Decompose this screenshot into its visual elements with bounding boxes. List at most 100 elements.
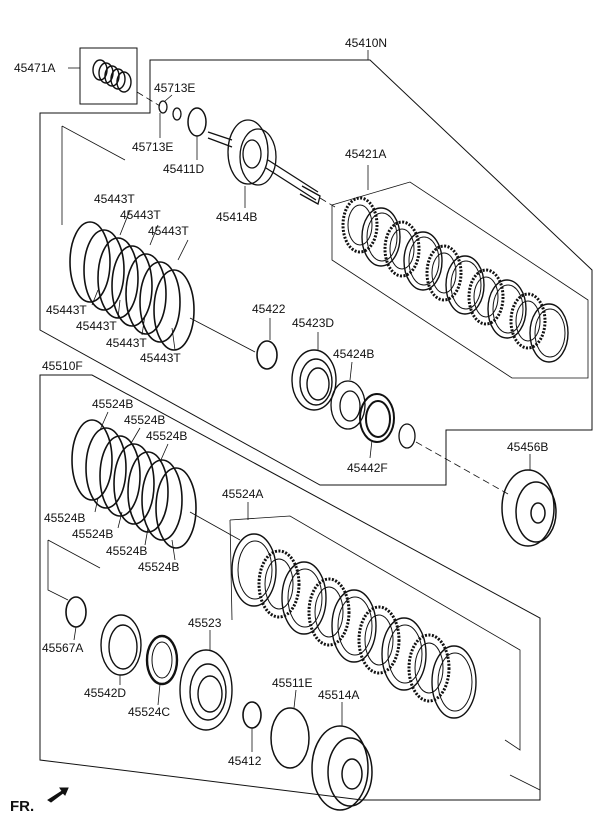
ring-45511E bbox=[270, 707, 310, 769]
fr-label: FR. bbox=[10, 798, 34, 815]
label-45414B: 45414B bbox=[216, 210, 257, 224]
spring-ring bbox=[125, 253, 167, 335]
label-45524B-2: 45524B bbox=[124, 413, 165, 427]
ring-45412 bbox=[242, 701, 262, 729]
label-45524B-4: 45524B bbox=[44, 511, 85, 525]
front-direction-marker: FR. bbox=[10, 787, 69, 815]
label-45567A: 45567A bbox=[42, 641, 83, 655]
steel-plate-inner bbox=[287, 568, 323, 628]
steel-plate bbox=[403, 231, 443, 291]
friction-disc bbox=[407, 633, 451, 703]
assembly-outline-45410N bbox=[39, 59, 593, 486]
steel-plate bbox=[231, 533, 277, 607]
spring-ring bbox=[85, 427, 127, 509]
clutch-disc-stack-45524A bbox=[231, 533, 477, 719]
label-45424B: 45424B bbox=[333, 347, 374, 361]
label-45524B-5: 45524B bbox=[72, 527, 113, 541]
friction-disc bbox=[383, 220, 421, 278]
label-45443T-2: 45443T bbox=[120, 208, 161, 222]
plate-45442F bbox=[359, 393, 395, 443]
gear-ring-45524C bbox=[145, 634, 179, 686]
friction-disc bbox=[467, 268, 505, 326]
steel-plate-inner bbox=[450, 260, 482, 310]
steel-plate bbox=[487, 279, 527, 339]
steel-plate bbox=[361, 207, 401, 267]
steel-plate-inner bbox=[366, 212, 398, 262]
clutch-disc-stack-45421A bbox=[341, 196, 569, 363]
label-45443T-1: 45443T bbox=[94, 192, 135, 206]
ring-45567A bbox=[65, 596, 87, 628]
friction-disc-inner bbox=[515, 300, 541, 342]
spring-ring bbox=[139, 261, 181, 343]
steel-plate bbox=[331, 589, 377, 663]
ring-45713E-a bbox=[158, 100, 168, 114]
leader-lines bbox=[73, 94, 531, 752]
steel-plate-inner bbox=[408, 236, 440, 286]
label-45524A: 45524A bbox=[222, 487, 263, 501]
label-45411D: 45411D bbox=[163, 162, 204, 176]
ring-45422 bbox=[256, 340, 278, 370]
friction-disc bbox=[307, 577, 351, 647]
piston-45542D bbox=[100, 614, 142, 676]
group-box-springs-45524B-line bbox=[47, 539, 101, 601]
friction-disc-inner bbox=[414, 642, 444, 694]
assembly-outline-45510F bbox=[39, 374, 541, 801]
label-45443T-7: 45443T bbox=[140, 351, 181, 365]
steel-plate bbox=[431, 645, 477, 719]
ring-45411D bbox=[187, 107, 207, 137]
hub-shaft-45414B bbox=[207, 119, 321, 205]
spring-stack-45524B bbox=[71, 419, 197, 549]
steel-plate bbox=[445, 255, 485, 315]
label-45524B-7: 45524B bbox=[138, 560, 179, 574]
steel-plate-inner bbox=[337, 596, 373, 656]
spring-plate-45424B bbox=[330, 380, 366, 430]
friction-disc-inner bbox=[389, 228, 415, 270]
label-45524C: 45524C bbox=[128, 705, 170, 719]
label-45713E-a: 45713E bbox=[154, 81, 195, 95]
spring-ring bbox=[97, 237, 139, 319]
spring-ring bbox=[153, 269, 195, 351]
hub-45514A bbox=[311, 725, 373, 811]
friction-disc bbox=[341, 196, 379, 254]
friction-disc bbox=[257, 549, 301, 619]
label-45443T-4: 45443T bbox=[46, 303, 87, 317]
steel-plate bbox=[381, 617, 427, 691]
label-45514A: 45514A bbox=[318, 688, 359, 702]
label-45412: 45412 bbox=[228, 754, 262, 768]
label-45410N: 45410N bbox=[345, 36, 387, 50]
plate-45523 bbox=[179, 649, 233, 731]
steel-plate-inner bbox=[237, 540, 273, 600]
label-45421A: 45421A bbox=[345, 147, 386, 161]
label-45524B-3: 45524B bbox=[146, 429, 187, 443]
group-box-clutch-discs-45421A bbox=[331, 181, 589, 379]
label-45443T-5: 45443T bbox=[76, 319, 117, 333]
spring-ring bbox=[99, 435, 141, 517]
group-box-springs-45443T bbox=[61, 125, 126, 225]
label-45713E-b: 45713E bbox=[132, 140, 173, 154]
label-45471A: 45471A bbox=[14, 61, 55, 75]
spring-ring bbox=[141, 459, 183, 541]
steel-plate bbox=[529, 303, 569, 363]
steel-plate-inner bbox=[492, 284, 524, 334]
friction-disc bbox=[357, 605, 401, 675]
part-labels: 45410N 45471A 45713E 45713E 45411D 45414… bbox=[14, 36, 548, 768]
label-45442F: 45442F bbox=[347, 461, 388, 475]
steel-plate bbox=[281, 561, 327, 635]
front-arrow-icon bbox=[47, 787, 69, 803]
spring-ring bbox=[83, 229, 125, 311]
drum-45456B bbox=[501, 469, 557, 547]
spring-ring bbox=[113, 443, 155, 525]
friction-disc-inner bbox=[431, 252, 457, 294]
spring-ring bbox=[71, 419, 113, 501]
spring-ring bbox=[69, 221, 111, 303]
spring-ring bbox=[155, 467, 197, 549]
box-45471A bbox=[79, 47, 138, 105]
ring-45442F-small bbox=[398, 423, 416, 449]
friction-disc-inner bbox=[347, 204, 373, 246]
friction-disc-inner bbox=[314, 586, 344, 638]
label-45510F: 45510F bbox=[42, 359, 83, 373]
label-45542D: 45542D bbox=[84, 686, 126, 700]
label-45524B-6: 45524B bbox=[106, 544, 147, 558]
